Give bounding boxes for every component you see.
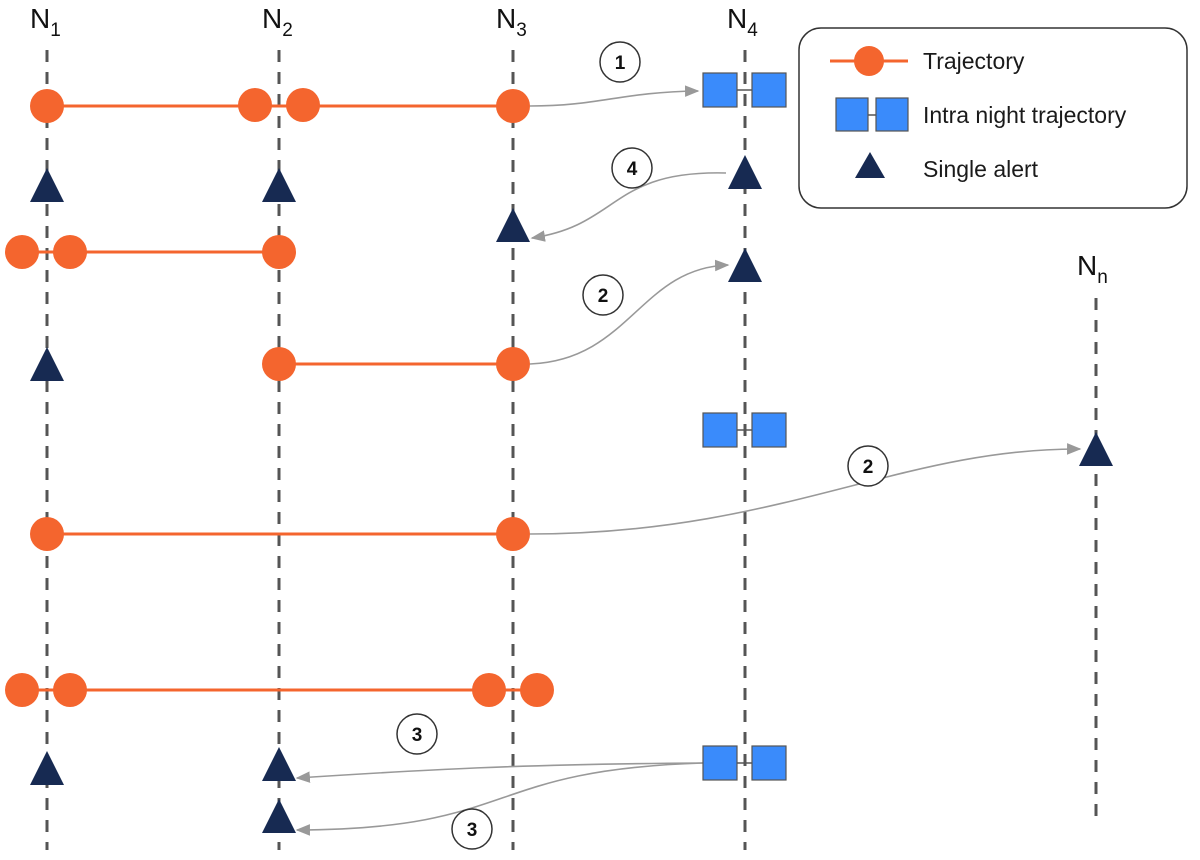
night-label-n2: N2	[262, 3, 293, 41]
arrow-step-4	[530, 172, 727, 242]
trajectory-point	[496, 347, 530, 381]
single-alert	[262, 747, 296, 781]
trajectory-point	[30, 89, 64, 123]
legend-intra-night-icon	[835, 97, 909, 132]
svg-text:2: 2	[598, 286, 609, 307]
trajectory-point	[496, 89, 530, 123]
trajectory-point	[238, 88, 272, 122]
trajectory-point	[5, 673, 39, 707]
arrow-step-1	[529, 85, 700, 107]
single-alert	[30, 168, 64, 202]
arrow-step-3a	[295, 762, 704, 783]
single-alert	[1079, 432, 1113, 466]
intra-night-point	[702, 412, 738, 448]
trajectory-point	[496, 517, 530, 551]
intra-night-point	[751, 72, 787, 108]
legend-label-trajectory: Trajectory	[923, 48, 1025, 74]
single-alert	[496, 208, 530, 242]
night-label-n3: N3	[496, 3, 527, 41]
svg-text:3: 3	[412, 725, 423, 746]
legend-alert-icon	[855, 152, 885, 178]
intra-night-point	[751, 412, 787, 448]
night-label-n4: N4	[727, 3, 758, 41]
trajectory-point	[472, 673, 506, 707]
arrow-step-3b	[295, 762, 704, 836]
single-alert	[30, 751, 64, 785]
intra-night-point	[702, 745, 738, 781]
single-alert	[728, 248, 762, 282]
step-label-2a: 2	[582, 274, 624, 316]
trajectory-point	[262, 347, 296, 381]
intra-night-trajectory	[702, 745, 787, 781]
legend: Trajectory Intra night trajectory Single…	[798, 27, 1188, 209]
step-label-2b: 2	[847, 445, 889, 487]
single-alert	[30, 347, 64, 381]
single-alert	[262, 799, 296, 833]
step-label-1: 1	[599, 41, 641, 83]
night-label-nn: Nn	[1077, 250, 1108, 288]
step-label-4: 4	[611, 147, 653, 189]
trajectory-point	[53, 235, 87, 269]
intra-night-point	[702, 72, 738, 108]
intra-night-trajectory	[702, 72, 787, 108]
intra-night-trajectory	[702, 412, 787, 448]
legend-box	[798, 27, 1188, 209]
single-alert	[728, 155, 762, 189]
single-alert	[262, 168, 296, 202]
intra-night-point	[751, 745, 787, 781]
legend-label-single-alert: Single alert	[923, 156, 1039, 182]
svg-text:1: 1	[615, 53, 626, 74]
svg-text:2: 2	[863, 457, 874, 478]
legend-label-intra-night: Intra night trajectory	[923, 102, 1127, 128]
trajectory-point	[520, 673, 554, 707]
trajectory-point	[30, 517, 64, 551]
trajectory-point	[262, 235, 296, 269]
trajectory-point	[53, 673, 87, 707]
svg-text:4: 4	[627, 159, 638, 180]
arrow-step-2b	[529, 443, 1082, 535]
trajectory-point	[286, 88, 320, 122]
trajectory-point	[5, 235, 39, 269]
step-label-3b: 3	[451, 808, 493, 850]
night-label-n1: N1	[30, 3, 61, 41]
svg-text:3: 3	[467, 820, 478, 841]
step-label-3a: 3	[396, 713, 438, 755]
arrow-step-2a	[529, 259, 730, 365]
legend-trajectory-icon	[830, 46, 908, 76]
